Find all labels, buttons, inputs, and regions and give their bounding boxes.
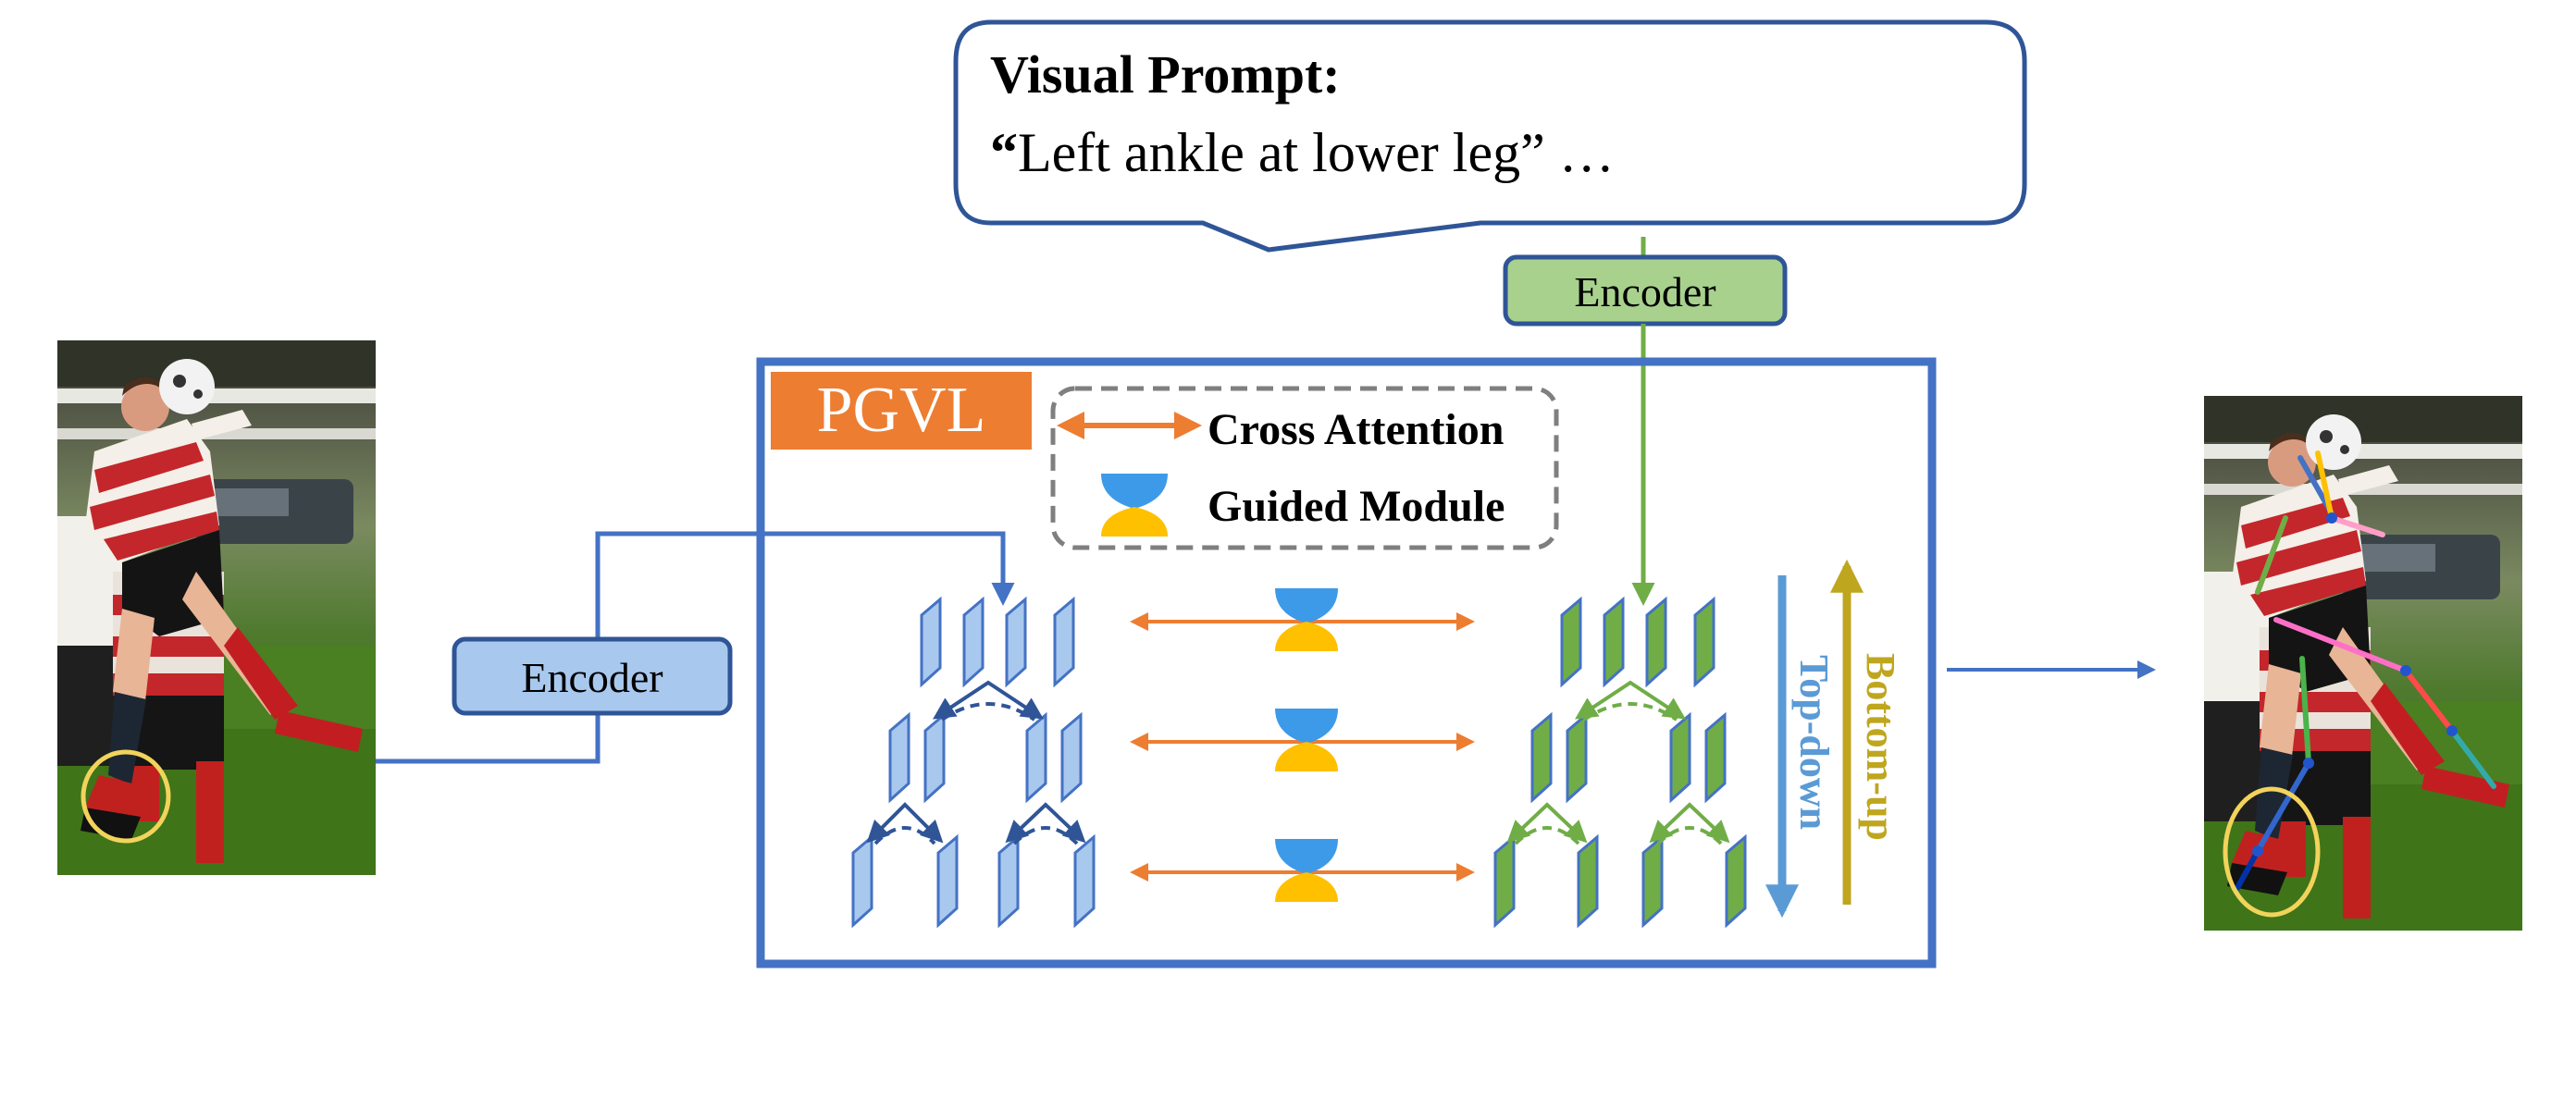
legend-cross-attention: Cross Attention [1208, 405, 1504, 454]
pgvl-box [756, 357, 1937, 968]
image-encoder-box[interactable] [452, 636, 733, 716]
bottom-up-label: Bottom-up [1858, 653, 1903, 841]
guided-module-row-2 [1275, 709, 1338, 771]
ankle-highlight-ellipse [80, 749, 171, 844]
image-to-encoder-line [376, 531, 1015, 764]
output-photo [2204, 396, 2522, 931]
visual-prompt-body: Left ankle at lower leg” … [1018, 122, 1615, 183]
visual-prompt-text: “Left ankle at lower leg” … [990, 122, 1615, 183]
visual-prompt-open-quote: “ [990, 122, 1018, 183]
guided-module-row-1 [1275, 588, 1338, 651]
visual-feature-pyramid [851, 596, 1096, 929]
text-encoder-label: Encoder [1574, 268, 1715, 315]
top-down-label: Top-down [1791, 655, 1837, 830]
text-pyramid-arrows [1506, 680, 1730, 845]
legend-box [1050, 386, 1559, 550]
pgvl-badge [771, 372, 1032, 450]
ankle-prediction-ellipse [2223, 786, 2321, 918]
visual-prompt-title: Visual Prompt: [990, 44, 1341, 105]
input-photo [57, 340, 376, 875]
text-feature-pyramid [1493, 596, 1747, 929]
guided-module-icon [1101, 474, 1168, 536]
pose-skeleton [2235, 450, 2496, 891]
visual-prompt-bubble [953, 19, 2027, 253]
visual-pyramid-arrows [866, 680, 1086, 845]
guided-module-row-3 [1275, 839, 1338, 902]
image-encoder-label: Encoder [521, 654, 663, 701]
legend-guided-module: Guided Module [1208, 482, 1505, 531]
pgvl-badge-label: PGVL [817, 375, 986, 446]
